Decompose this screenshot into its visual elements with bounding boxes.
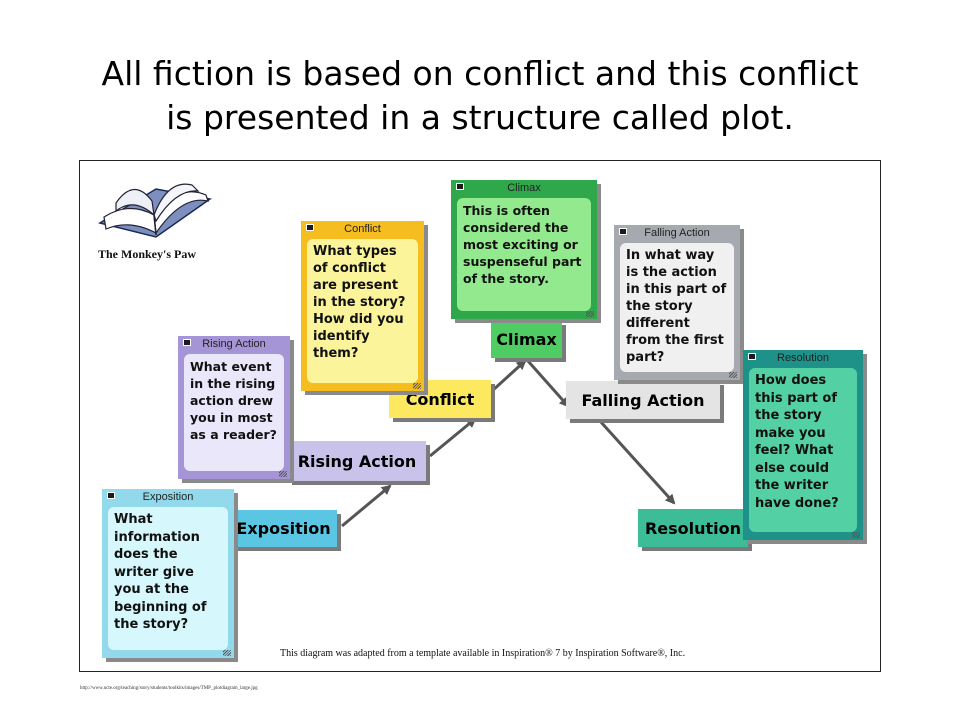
stage-climax: Climax <box>491 321 562 358</box>
note-rising-action: Rising Action What event in the rising a… <box>178 336 290 479</box>
stage-resolution: Resolution <box>638 509 748 547</box>
note-text: What types of conflict are present in th… <box>307 239 418 383</box>
resize-grip-icon <box>852 532 860 538</box>
source-url: http://www.ncte.org/teaching/story/stude… <box>80 686 258 691</box>
resize-grip-icon <box>586 311 594 317</box>
note-conflict: Conflict What types of conflict are pres… <box>301 221 424 391</box>
note-menu-icon <box>748 353 756 360</box>
arrow-rising-to-conflict <box>429 417 477 458</box>
diagram-credit: This diagram was adapted from a template… <box>280 648 686 659</box>
note-menu-icon <box>306 224 314 231</box>
open-book-icon <box>94 171 214 250</box>
resize-grip-icon <box>413 383 421 389</box>
note-title: Conflict <box>344 223 381 235</box>
stage-falling-action: Falling Action <box>566 381 720 419</box>
title-line-2: is presented in a structure called plot. <box>166 98 794 137</box>
stage-exposition: Exposition <box>230 510 337 547</box>
note-title: Resolution <box>777 352 829 364</box>
note-exposition: Exposition What information does the wri… <box>102 489 234 658</box>
note-falling-action: Falling Action In what way is the action… <box>614 225 740 380</box>
resize-grip-icon <box>223 650 231 656</box>
note-resolution: Resolution How does this part of the sto… <box>743 350 863 540</box>
note-text: This is often considered the most exciti… <box>457 198 591 311</box>
note-menu-icon <box>107 492 115 499</box>
resize-grip-icon <box>729 372 737 378</box>
stage-rising-action: Rising Action <box>288 441 426 481</box>
note-title: Rising Action <box>202 338 266 350</box>
arrow-climax-to-falling <box>526 360 570 408</box>
note-title: Exposition <box>142 491 194 503</box>
note-text: What information does the writer give yo… <box>108 507 228 650</box>
plot-arrows <box>341 359 676 528</box>
arrow-falling-to-resolution <box>598 419 676 505</box>
plot-diagram: The Monkey's Paw Exposition Rising Actio… <box>79 160 881 672</box>
slide-title: All fiction is based on conflict and thi… <box>60 52 900 140</box>
note-text: What event in the rising action drew you… <box>184 354 284 471</box>
note-menu-icon <box>456 183 464 190</box>
note-menu-icon <box>619 228 627 235</box>
note-title: Falling Action <box>644 227 710 239</box>
note-text: In what way is the action in this part o… <box>620 243 734 372</box>
arrow-conflict-to-climax <box>490 359 527 393</box>
book-caption: The Monkey's Paw <box>98 247 197 261</box>
note-title: Climax <box>507 182 541 194</box>
note-climax: Climax This is often considered the most… <box>451 180 597 319</box>
note-menu-icon <box>183 339 191 346</box>
note-text: How does this part of the story make you… <box>749 368 857 532</box>
title-line-1: All fiction is based on conflict and thi… <box>101 54 859 93</box>
resize-grip-icon <box>279 471 287 477</box>
arrow-exposition-to-rising <box>341 484 392 528</box>
